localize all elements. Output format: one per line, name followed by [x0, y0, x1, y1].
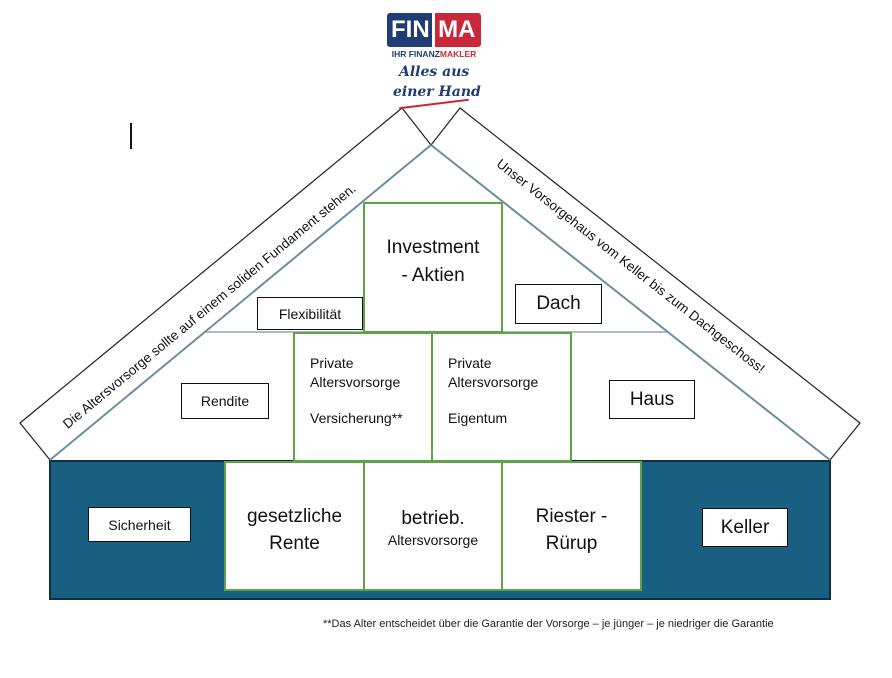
product-line: Altersvorsorge — [310, 374, 401, 390]
product-line: Altersvorsorge — [387, 532, 479, 548]
product-line: gesetzliche — [246, 506, 343, 527]
level-label-dach: Dach — [515, 284, 602, 324]
product-box-betriebliche-altersvorsorge: betrieb. Altersvorsorge — [363, 461, 503, 591]
finma-logo: FIN MA IHR FINANZMAKLER Alles aus einer … — [387, 13, 481, 110]
logo-brand-left: FIN — [387, 13, 432, 47]
logo-subtitle-left: IHR FINANZ — [391, 49, 440, 59]
logo-brand-right: MA — [434, 13, 481, 47]
product-line: Eigentum — [448, 410, 508, 426]
product-box-gesetzliche-rente: gesetzliche Rente — [224, 461, 365, 591]
attribute-label-rendite: Rendite — [181, 383, 269, 419]
product-line: Versicherung** — [310, 410, 403, 426]
product-box-investment: Investment - Aktien — [363, 202, 503, 333]
footnote: **Das Alter entscheidet über die Garanti… — [323, 618, 774, 630]
product-line: Riester - — [535, 506, 608, 527]
level-label-keller: Keller — [702, 508, 788, 547]
roof-line-left — [49, 144, 432, 461]
level-label-haus: Haus — [609, 380, 695, 419]
logo-slogan-line-1: Alles aus — [399, 64, 470, 80]
product-line: Altersvorsorge — [448, 374, 539, 390]
product-line: Rürup — [545, 533, 598, 554]
logo-subtitle: IHR FINANZMAKLER — [387, 49, 481, 59]
logo-underline — [399, 98, 469, 110]
text-cursor — [130, 123, 132, 149]
product-box-riester-ruerup: Riester - Rürup — [501, 461, 642, 591]
attribute-label-flexibility: Flexibilität — [257, 297, 363, 330]
product-line: betrieb. — [401, 508, 465, 529]
logo-slogan-line-2: einer Hand — [393, 84, 481, 100]
product-box-private-versicherung: Private Altersvorsorge Versicherung** — [293, 332, 433, 462]
logo-subtitle-right: MAKLER — [439, 49, 477, 59]
product-line: - Aktien — [401, 265, 465, 286]
attribute-label-sicherheit: Sicherheit — [88, 507, 191, 542]
product-line: Private — [448, 355, 492, 371]
product-line: Investment — [386, 237, 480, 258]
product-line: Private — [310, 355, 354, 371]
product-line: Rente — [269, 533, 320, 554]
roof-line-right — [430, 144, 831, 461]
product-box-private-eigentum: Private Altersvorsorge Eigentum — [431, 332, 572, 462]
